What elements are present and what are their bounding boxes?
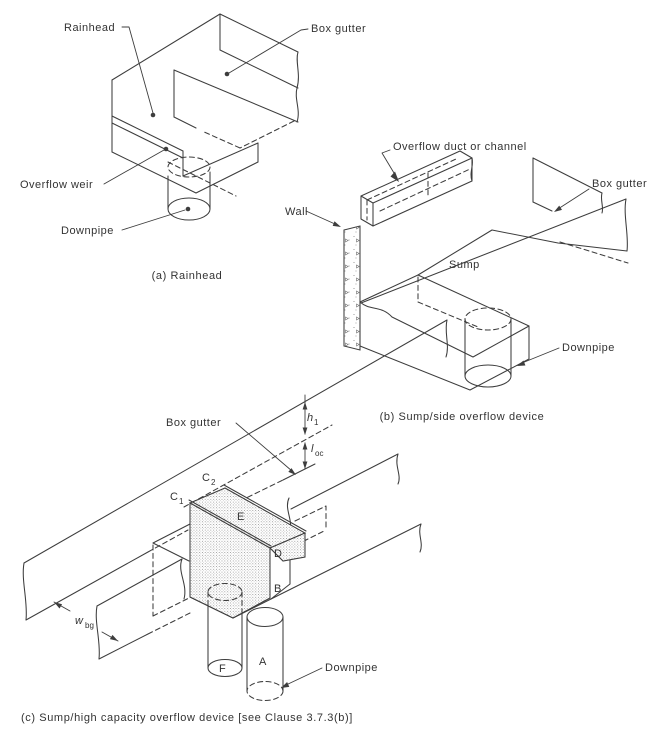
label-zone-a: A xyxy=(259,656,267,668)
dim-label-h1: h xyxy=(307,412,314,424)
figure-b-wall-shape xyxy=(343,225,361,351)
figure-b-overflow-duct-outline xyxy=(360,150,473,227)
figure-b-sump-side-overflow-drawing: Overflow duct or channel Wall Box gutter… xyxy=(285,141,647,423)
figure-c-overflow-pipe-f-outline xyxy=(207,582,243,678)
label-zone-d: D xyxy=(274,548,282,560)
label-section-c1-subscript: 1 xyxy=(179,497,184,506)
dimension-loc xyxy=(302,442,308,470)
label-zone-f: F xyxy=(219,663,226,675)
caption-figure-c: (c) Sump/high capacity overflow device [… xyxy=(21,712,353,724)
label-zone-b: B xyxy=(274,583,282,595)
caption-figure-b: (b) Sump/side overflow device xyxy=(380,411,545,423)
label-box-gutter-a: Box gutter xyxy=(311,23,366,35)
label-section-c1: C xyxy=(170,491,178,503)
figure-b-leaders xyxy=(305,149,590,366)
dimension-h1 xyxy=(302,394,308,435)
figure-c-downpipe-a-outline xyxy=(246,606,284,702)
figure-a-downpipe-outline xyxy=(167,156,211,221)
label-wall: Wall xyxy=(285,206,308,218)
dim-label-h1-subscript: 1 xyxy=(314,418,319,427)
figure-b-box-gutter-outline xyxy=(360,157,629,328)
label-overflow-weir: Overflow weir xyxy=(20,179,93,191)
dimension-wbg xyxy=(53,601,119,642)
figure-c-leaders xyxy=(235,422,323,688)
figure-a-box-gutter-outline xyxy=(111,13,299,149)
label-downpipe-a: Downpipe xyxy=(61,225,114,237)
figure-b-sump-outline xyxy=(359,274,530,391)
label-rainhead: Rainhead xyxy=(64,22,115,34)
figure-a-rainhead-drawing: Rainhead Box gutter Overflow weir Downpi… xyxy=(20,13,366,282)
figure-c-box-gutter-outline xyxy=(22,319,448,660)
figure-c-section-planes xyxy=(188,484,307,619)
dim-label-wbg-subscript: bg xyxy=(85,621,94,630)
label-overflow-duct: Overflow duct or channel xyxy=(393,141,527,153)
label-box-gutter-c: Box gutter xyxy=(166,417,221,429)
dim-label-loc: l xyxy=(311,443,314,455)
figure-b-downpipe-outline xyxy=(464,307,512,388)
label-downpipe-b: Downpipe xyxy=(562,342,615,354)
figure-c-high-capacity-overflow-drawing: Box gutter h 1 l oc w bg C 1 C 2 E D B A… xyxy=(21,319,448,724)
dim-label-wbg: w xyxy=(75,615,84,627)
figure-a-rainhead-body-outline xyxy=(111,115,259,197)
label-box-gutter-b: Box gutter xyxy=(592,178,647,190)
label-section-c2: C xyxy=(202,472,210,484)
label-zone-e: E xyxy=(237,511,245,523)
figure-a-leaders xyxy=(103,26,309,231)
label-downpipe-c: Downpipe xyxy=(325,662,378,674)
dim-label-loc-subscript: oc xyxy=(315,449,323,458)
label-sump: Sump xyxy=(449,259,480,271)
caption-figure-a: (a) Rainhead xyxy=(152,270,223,282)
label-section-c2-subscript: 2 xyxy=(211,478,216,487)
